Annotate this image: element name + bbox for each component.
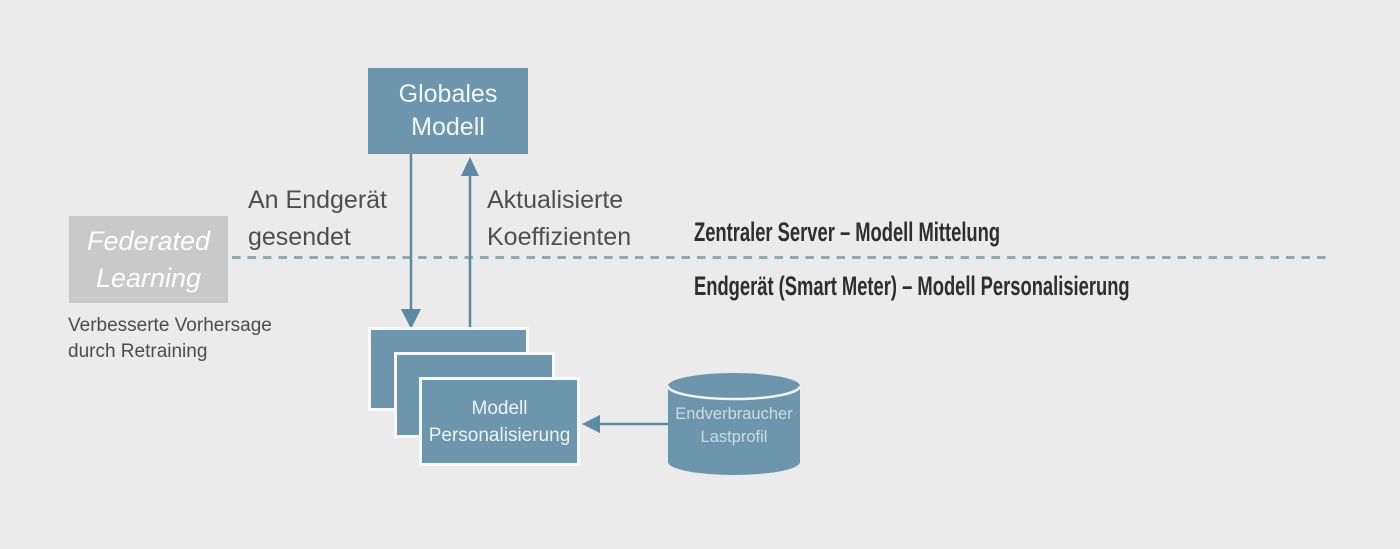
device-section-heading: Endgerät (Smart Meter) – Modell Personal… (694, 271, 1335, 302)
load-profile-label: Endverbraucher Lastprofil (675, 405, 793, 446)
arrow-up-icon (461, 157, 479, 330)
server-section-heading: Zentraler Server – Modell Mittelung (694, 217, 1144, 248)
database-cylinder-icon (666, 373, 802, 475)
server-section-heading-text: Zentraler Server – Modell Mittelung (694, 217, 1001, 247)
personalization-box: Modell Personalisierung (419, 377, 580, 466)
improved-forecast-note: Verbesserte Vorhersage durch Retraining (68, 315, 272, 362)
updated-coefficients-label: Aktualisierte Koeffizienten (487, 186, 632, 251)
device-section-heading-text: Endgerät (Smart Meter) – Modell Personal… (694, 271, 1130, 301)
federated-learning-label: Federated Learning (86, 225, 211, 293)
federated-learning-box: Federated Learning (69, 216, 228, 303)
personalization-label: Modell Personalisierung (428, 397, 571, 446)
sent-to-device-label: An Endgerät gesendet (248, 186, 387, 251)
global-model-box: Globales Modell (368, 68, 528, 154)
arrow-down-icon (401, 154, 421, 329)
arrow-left-icon (582, 415, 668, 433)
global-model-label: Globales Modell (398, 80, 498, 141)
